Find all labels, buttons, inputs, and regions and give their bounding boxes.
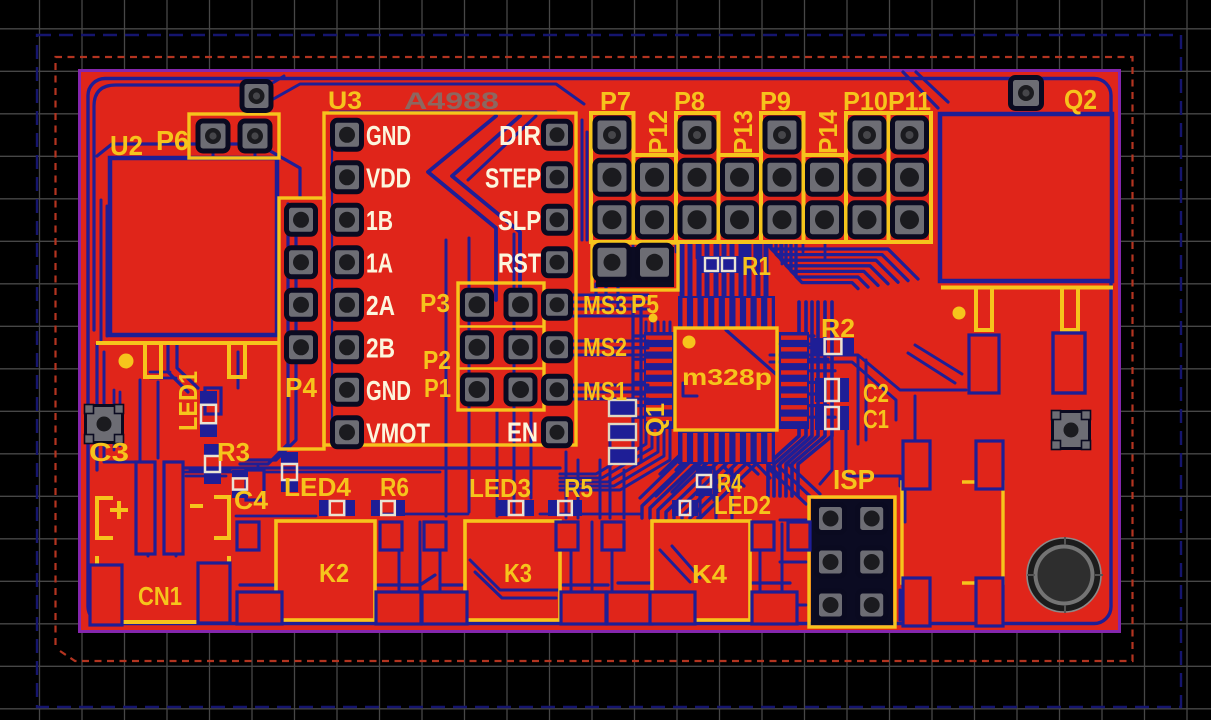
svg-text:P2: P2 — [423, 345, 451, 375]
svg-text:m328p: m328p — [682, 364, 772, 390]
svg-text:P3: P3 — [420, 288, 450, 318]
svg-text:LED3: LED3 — [469, 473, 531, 503]
svg-text:P9: P9 — [760, 86, 791, 116]
svg-text:P14: P14 — [813, 109, 843, 154]
svg-text:GND: GND — [366, 375, 411, 406]
svg-text:C1: C1 — [863, 404, 889, 434]
svg-text:1B: 1B — [366, 205, 393, 236]
svg-text:DIR: DIR — [499, 120, 541, 151]
svg-text:VDD: VDD — [366, 162, 411, 193]
svg-text:P13: P13 — [728, 110, 758, 154]
svg-text:RST: RST — [498, 247, 541, 278]
svg-text:R3: R3 — [217, 437, 250, 467]
svg-text:VMOT: VMOT — [366, 417, 430, 448]
svg-text:MS2: MS2 — [583, 332, 627, 362]
svg-text:Q2: Q2 — [1064, 84, 1097, 115]
svg-text:R1: R1 — [742, 251, 771, 281]
svg-text:K3: K3 — [504, 558, 532, 588]
svg-text:P1: P1 — [424, 373, 451, 403]
svg-text:P11: P11 — [888, 86, 931, 116]
svg-text:GND: GND — [366, 120, 411, 151]
svg-text:1A: 1A — [366, 247, 393, 278]
svg-text:P7: P7 — [600, 86, 631, 116]
svg-text:R5: R5 — [564, 473, 593, 503]
svg-text:R6: R6 — [380, 472, 409, 502]
svg-text:P4: P4 — [285, 372, 317, 403]
svg-text:U3: U3 — [328, 87, 362, 115]
svg-text:MS3: MS3 — [583, 290, 627, 320]
svg-text:K4: K4 — [692, 559, 728, 589]
svg-text:LED4: LED4 — [284, 472, 352, 502]
svg-text:CN1: CN1 — [138, 581, 182, 611]
svg-text:C2: C2 — [863, 378, 889, 408]
svg-text:STEP: STEP — [485, 162, 541, 193]
svg-text:P8: P8 — [674, 86, 705, 116]
svg-text:MS1: MS1 — [583, 376, 627, 406]
svg-text:A4988: A4988 — [404, 88, 499, 115]
svg-text:C4: C4 — [234, 485, 269, 515]
svg-text:SLP: SLP — [498, 205, 541, 236]
svg-text:2A: 2A — [366, 290, 395, 321]
svg-text:2B: 2B — [366, 332, 395, 363]
svg-text:LED1: LED1 — [173, 371, 203, 431]
svg-text:R4: R4 — [717, 468, 742, 498]
svg-text:K2: K2 — [319, 558, 349, 588]
svg-text:LED2: LED2 — [714, 490, 771, 520]
svg-text:P10: P10 — [843, 86, 888, 116]
svg-text:Q1: Q1 — [640, 403, 670, 437]
svg-text:C3: C3 — [89, 437, 129, 467]
svg-text:ISP: ISP — [833, 464, 875, 495]
svg-text:U2: U2 — [110, 130, 143, 161]
svg-text:EN: EN — [507, 417, 538, 448]
svg-text:R2: R2 — [821, 313, 855, 343]
svg-text:P12: P12 — [643, 110, 673, 154]
svg-text:P6: P6 — [156, 125, 189, 156]
